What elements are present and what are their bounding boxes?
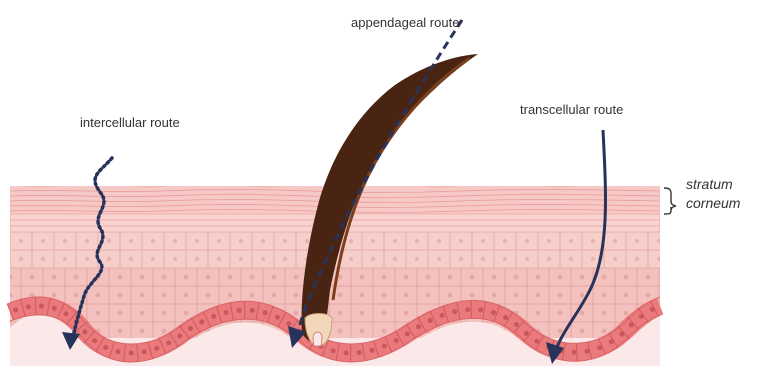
transcellular-route-label: transcellular route: [520, 102, 623, 117]
stratum-corneum-label-line2: corneum: [686, 195, 741, 211]
dermal-papilla: [313, 332, 322, 346]
appendageal-route-label: appendageal route: [351, 15, 459, 30]
right-brace-icon: [664, 188, 676, 214]
intercellular-route-label: intercellular route: [80, 115, 180, 130]
stratum-corneum-label-line1: stratum: [686, 176, 733, 192]
